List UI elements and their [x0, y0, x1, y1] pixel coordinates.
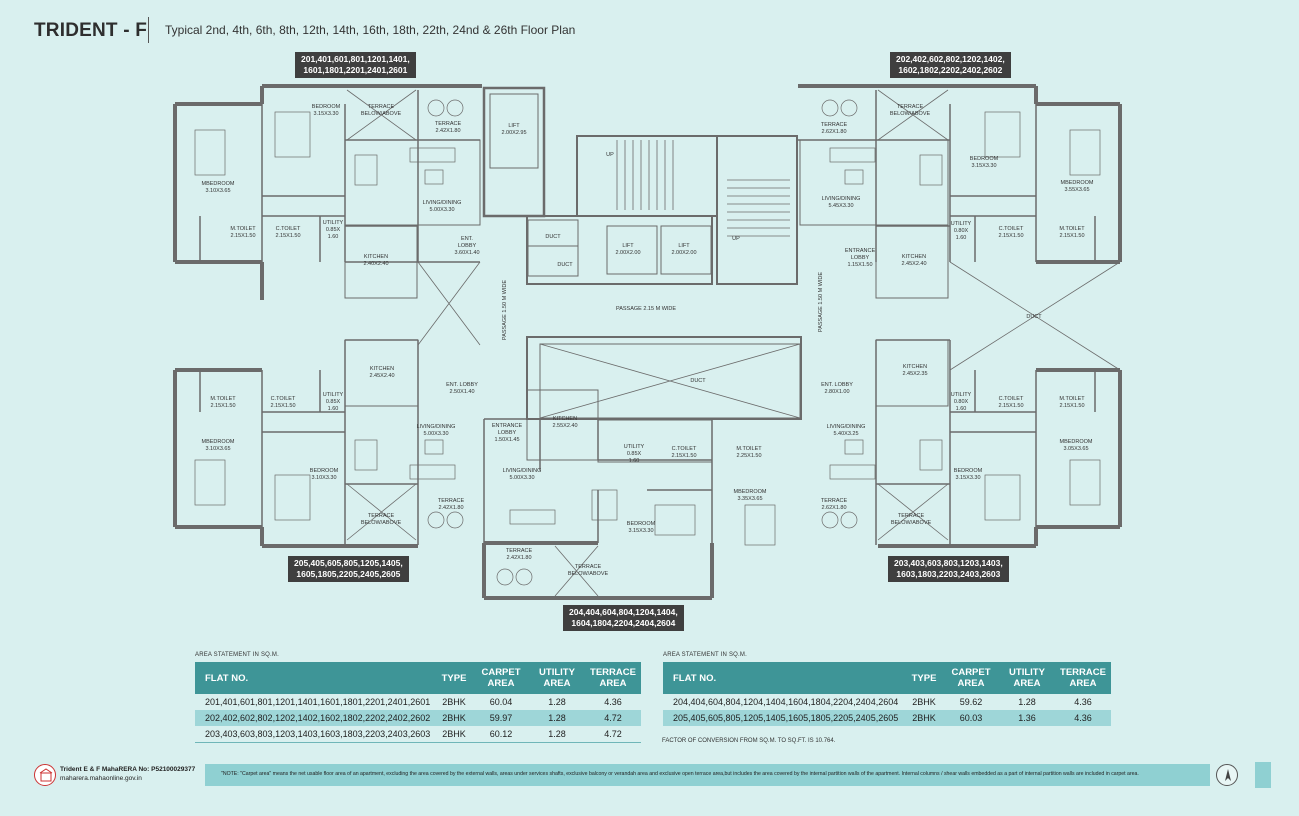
col-flat-no: FLAT NO.	[195, 662, 435, 694]
north-arrow-icon	[1216, 764, 1238, 786]
flat-tag-bottom-center: 204,404,604,804,1204,1404, 1604,1804,220…	[563, 605, 684, 631]
col-type: TYPE	[435, 662, 473, 694]
flat-tag-bottom-left: 205,405,605,805,1205,1405, 1605,1805,220…	[288, 556, 409, 582]
table-row: 203,403,603,803,1203,1403,1603,1803,2203…	[195, 726, 641, 743]
duct-label: DUCT	[557, 262, 573, 268]
page-subtitle: Typical 2nd, 4th, 6th, 8th, 12th, 14th, …	[165, 23, 576, 37]
area-caption-right: AREA STATEMENT IN SQ.M.	[663, 652, 747, 658]
passage-label: PASSAGE 1.50 M WIDE	[502, 280, 508, 340]
table-row: 205,405,605,805,1205,1405,1605,1805,2205…	[663, 710, 1111, 726]
stair-label: UP	[606, 152, 614, 158]
duct-label: DUCT	[545, 234, 561, 240]
conversion-note: FACTOR OF CONVERSION FROM SQ.M. TO SQ.FT…	[662, 738, 836, 744]
corner-tab	[1255, 762, 1271, 788]
table-row: 202,402,602,802,1202,1402,1602,1802,2202…	[195, 710, 641, 726]
col-flat-no: FLAT NO.	[663, 662, 905, 694]
rera-number: Trident E & F MahaRERA No: P52100029377	[60, 766, 196, 773]
duct-label: DUCT	[690, 378, 706, 384]
table-row: 201,401,601,801,1201,1401,1601,1801,2201…	[205, 697, 622, 707]
flat-tag-bottom-right: 203,403,603,803,1203,1403, 1603,1803,220…	[888, 556, 1009, 582]
flat-tag-top-left: 201,401,601,801,1201,1401, 1601,1801,220…	[295, 52, 416, 78]
rera-website: maharera.mahaonline.gov.in	[60, 775, 142, 782]
carpet-area-note: "NOTE: "Carpet area" means the net usabl…	[205, 764, 1210, 786]
flat-tag-top-right: 202,402,602,802,1202,1402, 1602,1802,220…	[890, 52, 1011, 78]
passage-label: PASSAGE 2.15 M WIDE	[616, 306, 676, 312]
area-caption-left: AREA STATEMENT IN SQ.M.	[195, 652, 279, 658]
stair-label: UP	[732, 236, 740, 242]
maharera-logo-icon	[34, 764, 56, 786]
title-divider	[148, 17, 149, 43]
col-type: TYPE	[905, 662, 943, 694]
rera-info: Trident E & F MahaRERA No: P52100029377 …	[60, 765, 195, 783]
page-title: TRIDENT - F	[34, 20, 148, 41]
table-row: 204,404,604,804,1204,1404,1604,1804,2204…	[673, 697, 1092, 707]
duct-label: DUCT	[1026, 314, 1042, 320]
passage-label: PASSAGE 1.50 M WIDE	[818, 272, 824, 332]
